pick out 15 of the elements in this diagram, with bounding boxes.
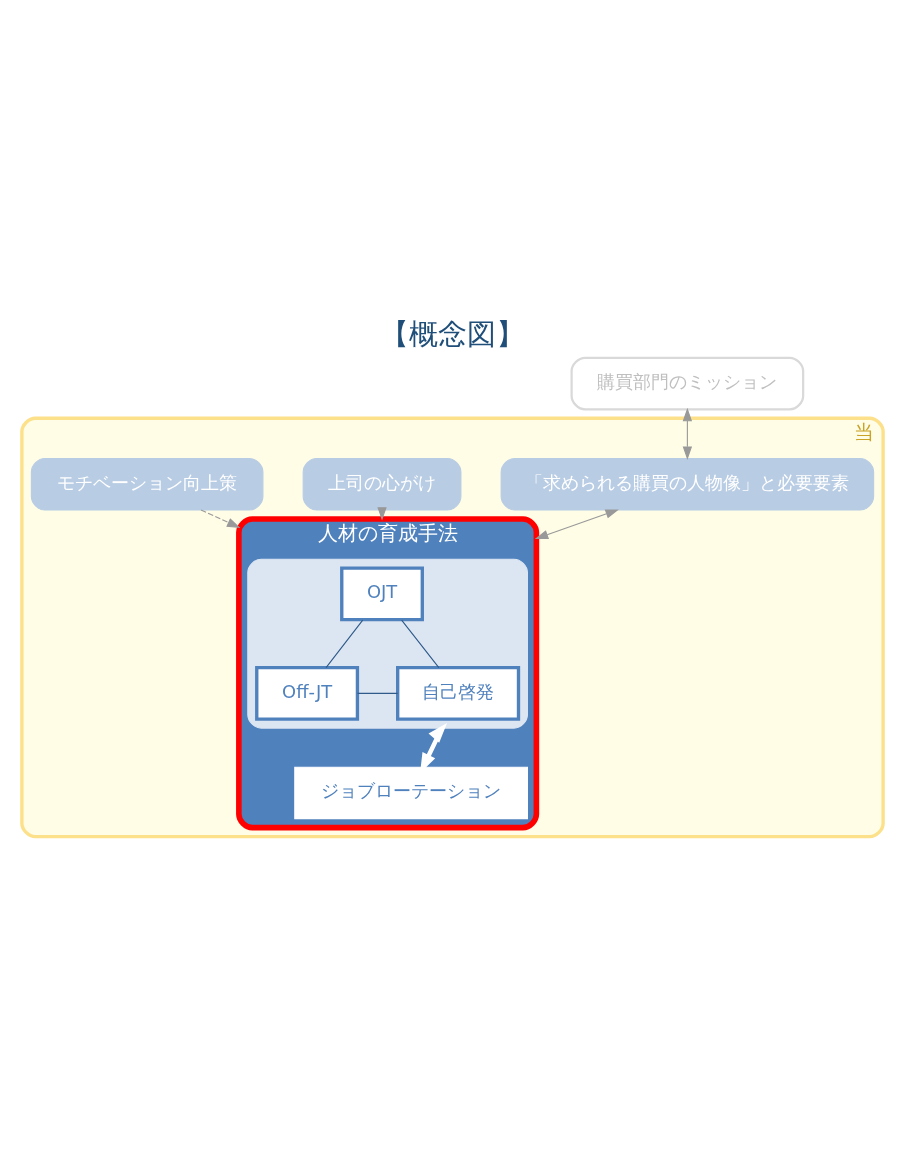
node-box: ジョブローテーション — [294, 766, 528, 820]
arrow — [534, 509, 619, 540]
node-box: 購買部門のミッション — [570, 356, 805, 411]
node-box: Off-JT — [255, 666, 360, 721]
node-box: OJT — [340, 566, 424, 622]
node-box: モチベーション向上策 — [30, 457, 264, 511]
connector — [401, 619, 440, 669]
node-box: 「求められる購買の人物像」と必要要素 — [500, 457, 875, 511]
arrow — [200, 509, 241, 528]
arrow — [682, 407, 693, 460]
node-box: 自己啓発 — [396, 666, 521, 721]
connector — [325, 619, 364, 669]
connector — [356, 692, 399, 694]
diagram-title: 【概念図】 — [380, 317, 525, 352]
cluster — [247, 558, 528, 729]
